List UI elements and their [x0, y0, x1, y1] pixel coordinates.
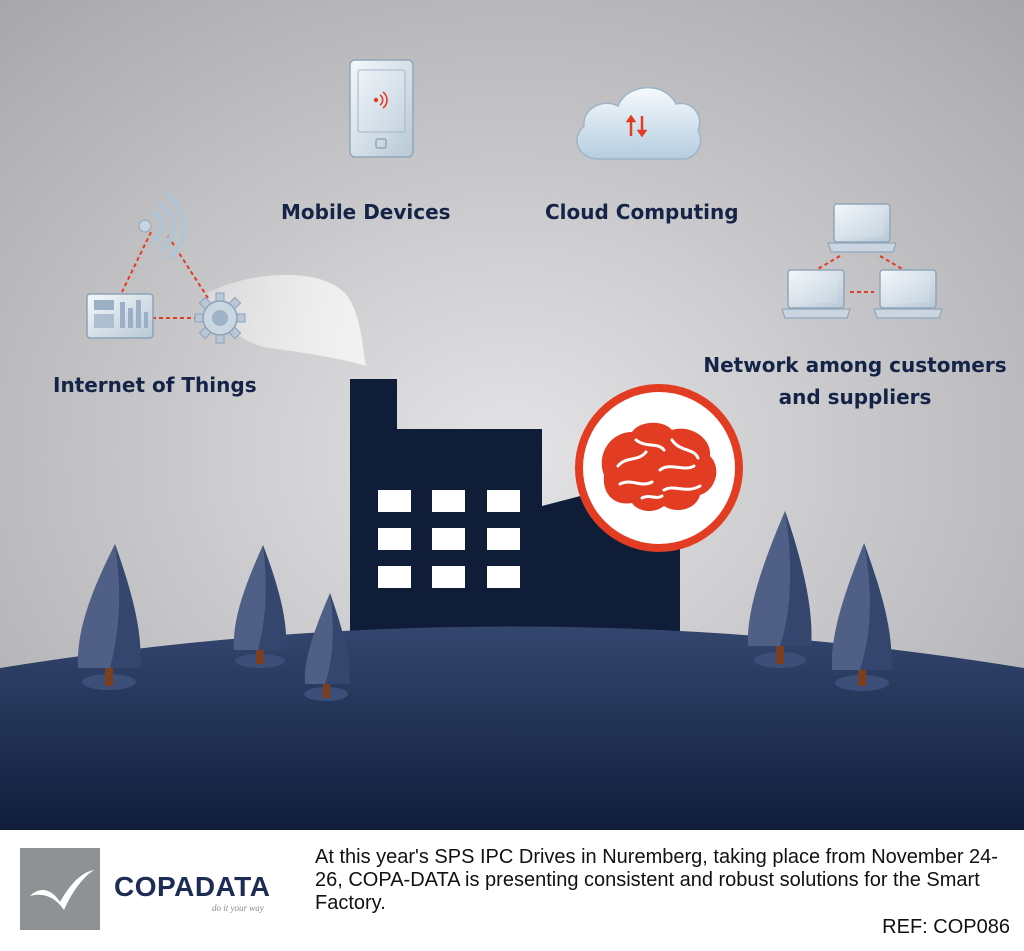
factory-icon	[350, 379, 680, 680]
label-network: Network among customers and suppliers	[694, 349, 1016, 413]
tablet-icon	[349, 59, 414, 158]
laptop-icon	[873, 269, 943, 319]
logo-tagline: do it your way	[212, 903, 264, 913]
smoke-icon	[205, 274, 366, 366]
tree-icon	[831, 543, 892, 691]
wifi-icon	[138, 192, 187, 260]
seagull-icon	[30, 870, 94, 910]
logo-mark	[20, 848, 100, 930]
label-mobile-devices: Mobile Devices	[281, 200, 451, 224]
ground	[0, 626, 1024, 830]
laptop-icon	[827, 203, 897, 253]
cloud-icon	[576, 87, 702, 160]
gear-icon	[194, 292, 246, 344]
tree-icon	[233, 545, 287, 668]
tree-icon	[304, 593, 350, 701]
label-network-line1: Network among customers	[703, 353, 1007, 377]
scene-graphic	[0, 0, 1024, 830]
reference-code: REF: COP086	[882, 916, 1010, 938]
network-connection-lines	[815, 255, 905, 293]
factory-windows	[378, 490, 520, 588]
label-network-line2: and suppliers	[778, 385, 932, 409]
tree-icon	[747, 511, 812, 668]
illustration: Internet of Things Mobile Devices Cloud …	[0, 0, 1024, 830]
label-internet-of-things: Internet of Things	[53, 373, 257, 397]
caption-text: At this year's SPS IPC Drives in Nurembe…	[315, 846, 998, 914]
iot-connection-lines	[121, 231, 209, 319]
logo-text: COPADATA	[114, 871, 271, 902]
control-panel-icon	[86, 293, 154, 339]
label-cloud-computing: Cloud Computing	[545, 200, 739, 224]
brain-icon	[575, 384, 743, 552]
laptop-icon	[781, 269, 851, 319]
tree-icon	[77, 544, 141, 690]
footer: COPADATA do it your way At this year's S…	[0, 830, 1024, 951]
